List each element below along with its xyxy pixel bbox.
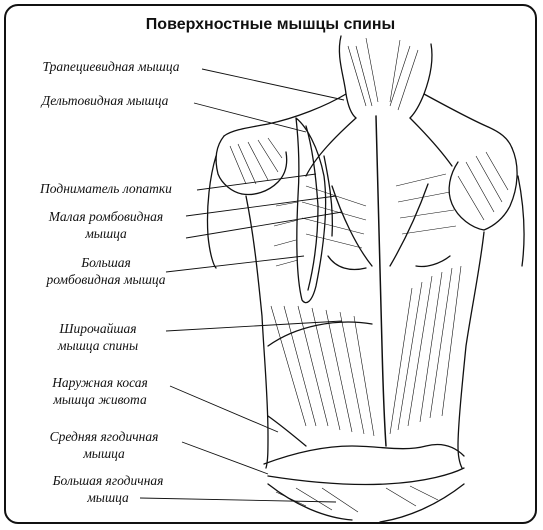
label-line: мышца живота xyxy=(53,392,147,407)
label-line: мышца xyxy=(87,490,129,505)
label-gluteus-medius: Средняя ягодичная мышца xyxy=(24,428,184,462)
label-line: Трапециевидная мышца xyxy=(42,59,180,74)
label-line: Наружная косая xyxy=(52,375,148,390)
label-line: Подниматель лопатки xyxy=(40,181,172,196)
label-line: мышца xyxy=(85,226,127,241)
label-rhomboid-minor: Малая ромбовидная мышца xyxy=(26,208,186,242)
diagram-title: Поверхностные мышцы спины xyxy=(145,16,396,33)
label-line: Большая ягодичная xyxy=(52,473,164,488)
label-gluteus-maximus: Большая ягодичная мышца xyxy=(30,472,186,506)
label-line: мышца спины xyxy=(57,338,139,353)
label-line: Средняя ягодичная xyxy=(49,429,159,444)
label-levator-scapulae: Подниматель лопатки xyxy=(14,180,198,197)
label-line: Малая ромбовидная xyxy=(48,209,164,224)
label-line: мышца xyxy=(83,446,125,461)
label-external-oblique: Наружная косая мышца живота xyxy=(28,374,172,408)
label-line: Дельтовидная мышца xyxy=(41,93,169,108)
label-deltoid: Дельтовидная мышца xyxy=(14,92,196,109)
label-trapezius: Трапециевидная мышца xyxy=(16,58,206,75)
label-line: Большая xyxy=(81,255,131,270)
label-column: Трапециевидная мышца Дельтовидная мышца … xyxy=(6,6,206,522)
label-line: Широчайшая xyxy=(59,321,137,336)
back-muscles-illustration xyxy=(139,35,525,522)
label-line: ромбовидная мышца xyxy=(46,272,166,287)
label-latissimus-dorsi: Широчайшая мышца спины xyxy=(28,320,168,354)
label-rhomboid-major: Большая ромбовидная мышца xyxy=(24,254,188,288)
diagram-frame: Поверхностные мышцы спины xyxy=(4,4,537,524)
